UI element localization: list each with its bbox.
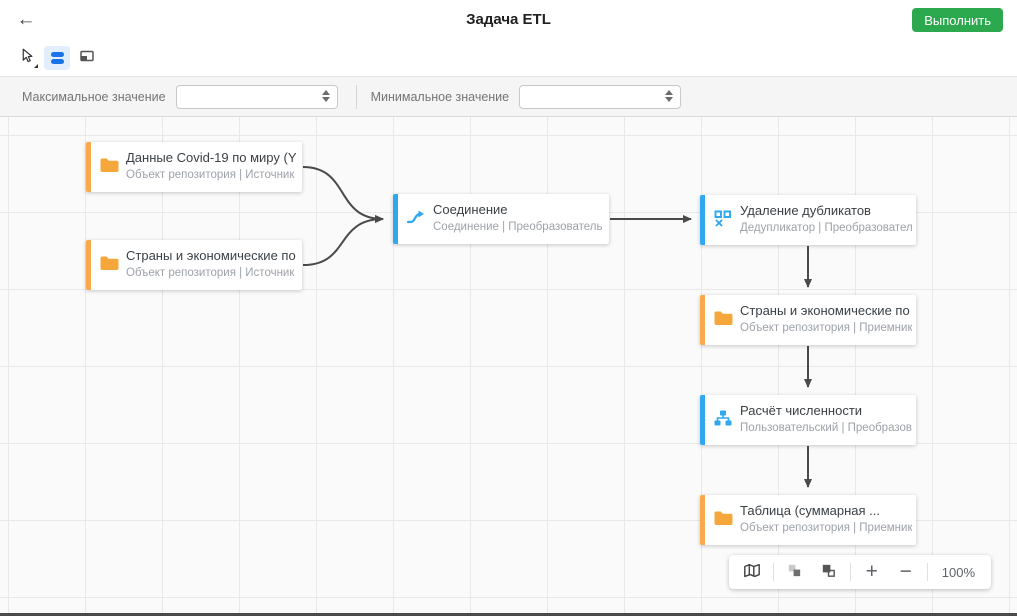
max-value-label: Максимальное значение bbox=[22, 89, 166, 104]
min-value-label: Минимальное значение bbox=[370, 89, 510, 104]
zoom-in-button[interactable]: + bbox=[859, 559, 885, 585]
arrow-left-icon: ← bbox=[16, 8, 36, 30]
spinner-icon bbox=[321, 89, 330, 102]
flow-node-table[interactable]: Таблица (суммарная ... Объект репозитория… bbox=[700, 495, 916, 545]
max-value-select[interactable] bbox=[175, 84, 338, 109]
node-subtitle: Объект репозитория | Источник bbox=[126, 267, 295, 279]
filter-bar: Максимальное значение Минимальное значен… bbox=[0, 76, 1017, 117]
divider bbox=[849, 563, 851, 581]
min-value-select[interactable] bbox=[519, 84, 682, 109]
minimap-button[interactable] bbox=[739, 559, 765, 585]
divider bbox=[772, 563, 774, 581]
pointer-tool-button[interactable] bbox=[14, 46, 40, 70]
zoom-out-button[interactable]: − bbox=[893, 559, 919, 585]
node-title: Удаление дубликатов bbox=[740, 203, 871, 218]
node-title: Данные Covid-19 по миру (Yan... bbox=[126, 150, 296, 165]
overlap-squares-dark-icon bbox=[820, 562, 837, 582]
min-value-group: Минимальное значение bbox=[370, 84, 682, 109]
node-title: Страны и экономические пок... bbox=[126, 248, 296, 263]
back-button[interactable]: ← bbox=[12, 6, 40, 34]
flow-canvas[interactable]: Данные Covid-19 по миру (Yan... Объект ре… bbox=[0, 117, 1017, 616]
folder-icon bbox=[99, 253, 119, 273]
node-accent-bar bbox=[700, 195, 705, 245]
zoom-panel: + − 100% bbox=[728, 555, 991, 589]
node-accent-bar bbox=[700, 295, 705, 345]
node-title: Страны и экономические пок... bbox=[740, 303, 910, 318]
header: ← Задача ETL Выполнить bbox=[0, 0, 1017, 39]
filter-divider bbox=[355, 84, 357, 109]
tools-toolbar bbox=[0, 39, 1017, 76]
map-icon bbox=[743, 562, 761, 583]
flow-node-sink1[interactable]: Страны и экономические пок... Объект репо… bbox=[700, 295, 916, 345]
node-accent-bar bbox=[700, 495, 705, 545]
node-title: Соединение bbox=[433, 202, 508, 217]
flow-node-src2[interactable]: Страны и экономические пок... Объект репо… bbox=[86, 240, 302, 290]
node-accent-bar bbox=[700, 395, 705, 445]
fit-content-button[interactable] bbox=[816, 559, 842, 585]
flow-node-src1[interactable]: Данные Covid-19 по миру (Yan... Объект ре… bbox=[86, 142, 302, 192]
max-value-group: Максимальное значение bbox=[22, 84, 338, 109]
spinner-icon bbox=[665, 89, 674, 102]
plus-icon: + bbox=[865, 560, 878, 583]
node-accent-bar bbox=[393, 194, 398, 244]
divider bbox=[926, 563, 928, 581]
zoom-level: 100% bbox=[941, 564, 975, 580]
edge-src2-to-join bbox=[302, 215, 384, 266]
folder-icon bbox=[713, 308, 733, 328]
fit-selection-button[interactable] bbox=[782, 559, 808, 585]
nodes-icon bbox=[50, 51, 64, 64]
node-title: Расчёт численности bbox=[740, 403, 863, 418]
dropdown-caret-icon bbox=[34, 63, 38, 68]
nodes-tool-button[interactable] bbox=[44, 45, 70, 70]
run-button[interactable]: Выполнить bbox=[912, 8, 1003, 32]
frame-tool-button[interactable] bbox=[74, 46, 100, 70]
node-subtitle: Дедупликатор | Преобразователь bbox=[740, 222, 912, 234]
dedup-icon bbox=[713, 208, 733, 228]
cursor-icon bbox=[18, 47, 36, 68]
node-subtitle: Пользовательский | Преобразова... bbox=[740, 422, 912, 434]
join-icon bbox=[406, 207, 426, 227]
page-title: Задача ETL bbox=[466, 11, 551, 28]
hierarchy-icon bbox=[713, 408, 733, 428]
node-subtitle: Соединение | Преобразователь bbox=[433, 221, 603, 233]
node-subtitle: Объект репозитория | Приемник bbox=[740, 322, 912, 334]
overlap-squares-light-icon bbox=[786, 562, 803, 582]
frame-icon bbox=[78, 47, 96, 68]
folder-icon bbox=[713, 508, 733, 528]
node-subtitle: Объект репозитория | Источник bbox=[126, 169, 295, 181]
edge-src1-to-join bbox=[302, 166, 384, 223]
minus-icon: − bbox=[899, 560, 912, 583]
node-accent-bar bbox=[86, 240, 91, 290]
node-title: Таблица (суммарная ... bbox=[740, 503, 880, 518]
node-accent-bar bbox=[86, 142, 91, 192]
folder-icon bbox=[99, 155, 119, 175]
node-subtitle: Объект репозитория | Приемник bbox=[740, 522, 912, 534]
